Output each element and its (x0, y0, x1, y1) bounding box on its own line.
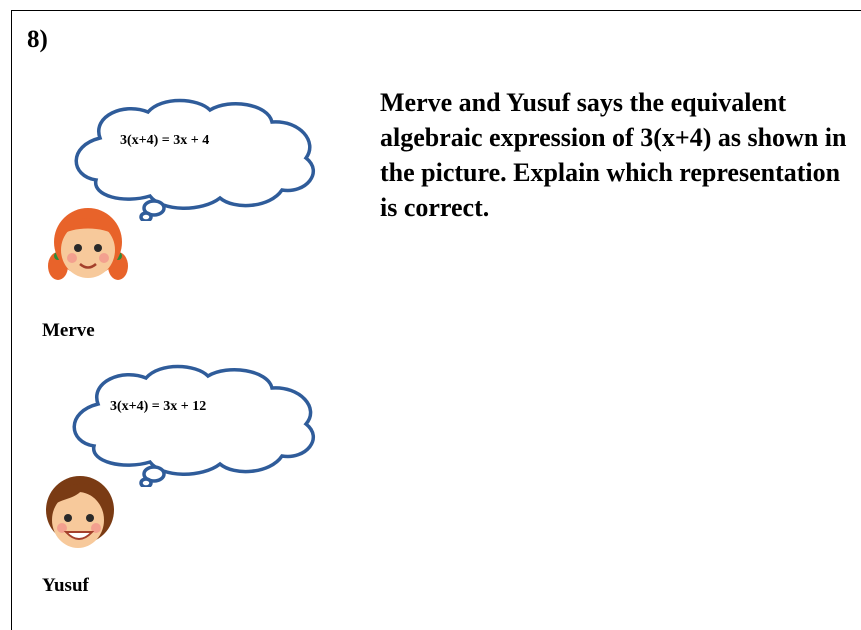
yusuf-thought-text: 3(x+4) = 3x + 12 (110, 399, 207, 414)
girl-avatar-icon (48, 208, 128, 280)
merve-thought-bubble: 3(x+4) = 3x + 4 (62, 96, 332, 221)
yusuf-name-label: Yusuf (42, 575, 89, 596)
yusuf-thought-bubble: 3(x+4) = 3x + 12 (58, 362, 333, 487)
merve-thought-text: 3(x+4) = 3x + 4 (120, 133, 210, 148)
thought-cloud-icon (72, 364, 315, 487)
question-number: 8) (27, 26, 48, 53)
page-border (11, 10, 861, 630)
merve-name-label: Merve (42, 320, 95, 341)
question-prompt: Merve and Yusuf says the equivalent alge… (380, 88, 847, 222)
boy-avatar-icon (46, 476, 114, 548)
thought-cloud-icon (74, 98, 315, 221)
